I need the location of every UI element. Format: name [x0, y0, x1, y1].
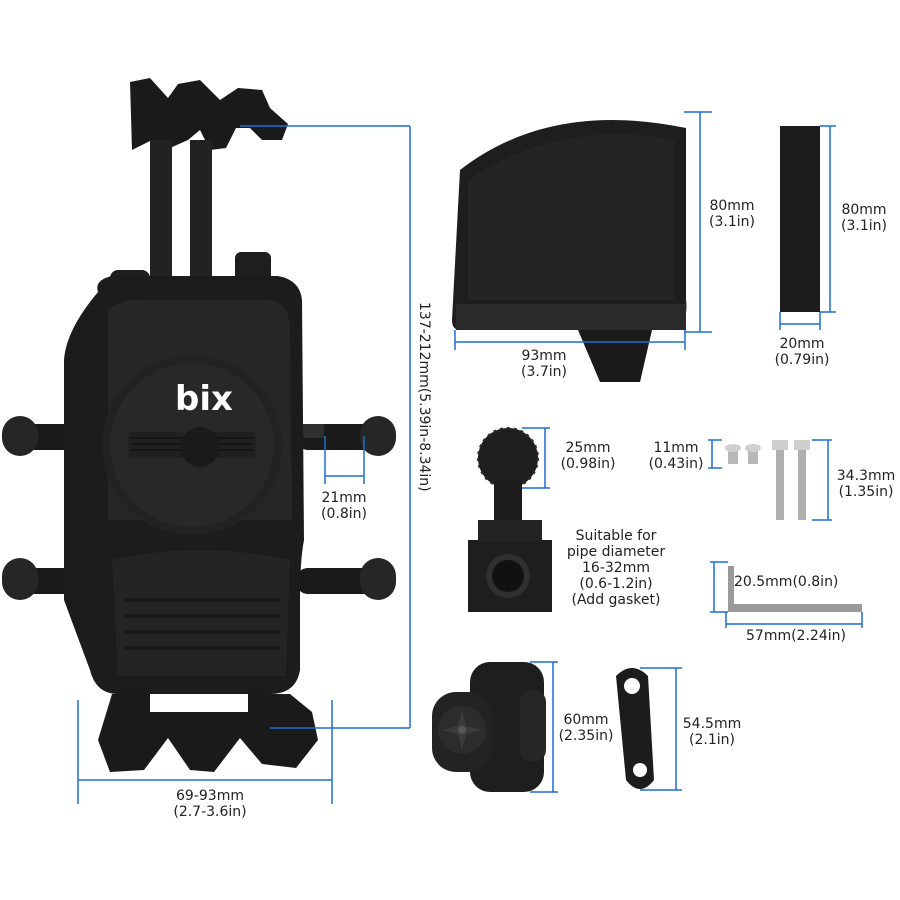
holder-width-mm: 69-93mm: [176, 788, 244, 804]
top-clamp: [130, 78, 288, 150]
pad-width-in: (0.79in): [774, 352, 830, 368]
clamp-note-line-4: (0.6-1.2in): [579, 576, 653, 592]
extension-arm-mm: 54.5mm: [682, 716, 742, 732]
arm-mm: 21mm: [321, 490, 367, 506]
visor-height-mm: 80mm: [709, 198, 755, 214]
adapter-mm: 60mm: [563, 712, 609, 728]
arm-label: 21mm (0.8in): [312, 490, 376, 522]
holder-height-label: 137-212mm(5.39in-8.34in): [416, 302, 432, 492]
clamp-note: Suitable for pipe diameter 16-32mm (0.6-…: [558, 528, 674, 608]
adapter: [432, 662, 546, 792]
visor-width-in: (3.7in): [521, 364, 567, 380]
ball-label: 25mm (0.98in): [556, 440, 620, 472]
holder-width-label: 69-93mm (2.7-3.6in): [160, 788, 260, 820]
brand-logo: bix: [175, 379, 233, 419]
allen-wrench: [728, 566, 862, 612]
wrench-long-label: 57mm(2.24in): [746, 628, 846, 644]
clamp-note-line-5: (Add gasket): [571, 592, 661, 608]
extension-rod-left: [150, 140, 172, 290]
clamp-note-line-2: pipe diameter: [566, 544, 666, 560]
pad-height-mm: 80mm: [841, 202, 887, 218]
sun-visor: [452, 120, 687, 382]
long-screw-label: 34.3mm (1.35in): [834, 468, 898, 500]
pad-height-label: 80mm (3.1in): [836, 202, 892, 234]
ball-in: (0.98in): [560, 456, 616, 472]
phone-holder: [2, 78, 396, 772]
screws: [725, 440, 810, 520]
short-screw-in: (0.43in): [648, 456, 704, 472]
adapter-in: (2.35in): [558, 728, 614, 744]
foam-pad: [780, 126, 820, 312]
ball-mount: [468, 427, 552, 612]
extension-arm-label: 54.5mm (2.1in): [680, 716, 744, 748]
pad-width-label: 20mm (0.79in): [770, 336, 834, 368]
wrench-short-label: 20.5mm(0.8in): [734, 574, 839, 590]
short-screw-mm: 11mm: [653, 440, 699, 456]
extension-arm: [616, 668, 654, 789]
visor-height-label: 80mm (3.1in): [704, 198, 760, 230]
pad-height-in: (3.1in): [841, 218, 887, 234]
long-screw-in: (1.35in): [838, 484, 894, 500]
bottom-clamp: [98, 694, 318, 772]
extension-rod-right: [190, 140, 212, 290]
center-button: [180, 427, 220, 467]
visor-height-in: (3.1in): [709, 214, 755, 230]
visor-tab: [578, 330, 652, 382]
arm-in: (0.8in): [321, 506, 367, 522]
pad-width-mm: 20mm: [779, 336, 825, 352]
visor-width-label: 93mm (3.7in): [512, 348, 576, 380]
long-screw-mm: 34.3mm: [836, 468, 896, 484]
lower-grip-pad: [112, 550, 290, 676]
clamp-note-line-1: Suitable for: [575, 528, 657, 544]
short-screw-label: 11mm (0.43in): [644, 440, 708, 472]
visor-width-mm: 93mm: [521, 348, 567, 364]
extension-arm-in: (2.1in): [689, 732, 735, 748]
ball-mm: 25mm: [565, 440, 611, 456]
holder-width-in: (2.7-3.6in): [173, 804, 247, 820]
clamp-note-line-3: 16-32mm: [582, 560, 650, 576]
adapter-label: 60mm (2.35in): [556, 712, 616, 744]
dimension-lines: [77, 111, 863, 804]
